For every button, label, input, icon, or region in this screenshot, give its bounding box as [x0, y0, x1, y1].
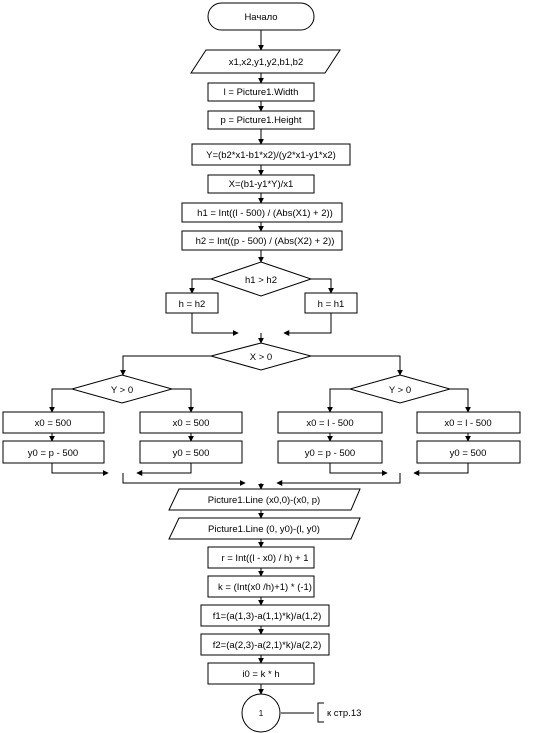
process-step: h2 = Int((p - 500) / (Abs(X2) + 2)): [181, 230, 343, 251]
calc-block: f1=(a(1,3)-a(1,1)*k)/a(1,2): [200, 604, 330, 627]
start-terminator: Начало: [207, 2, 315, 31]
branch-block: x0 = 500: [139, 411, 243, 434]
branch-block: y0 = p - 500: [277, 440, 383, 464]
decision-h: h1 > h2: [209, 261, 313, 297]
page-reference: к стр.13: [327, 708, 361, 719]
output-block: Picture1.Line (0, y0)-(l, y0): [168, 517, 361, 540]
decision-x: X > 0: [209, 342, 313, 371]
process-step: X=(b1-y1*Y)/x1: [207, 174, 315, 194]
decision-x-label: X > 0: [250, 352, 272, 363]
process-step-label: l = Picture1.Width: [224, 87, 299, 98]
page-connector-label: 1: [259, 709, 264, 718]
calc-block-label: k = (Int(x0 /h)+1) * (-1): [218, 582, 312, 593]
branch-block: y0 = p - 500: [2, 440, 105, 464]
branch-block-label: x0 = 500: [173, 418, 210, 429]
branch-block-label: x0 = l - 500: [444, 418, 491, 429]
output-block-label: Picture1.Line (0, y0)-(l, y0): [208, 524, 320, 535]
branch-block: y0 = 500: [416, 440, 521, 464]
process-step: Y=(b2*x1-b1*x2)/(y2*x1-y1*x2): [191, 143, 351, 166]
assign-h-right: h = h1: [304, 292, 358, 314]
calc-block-label: i0 = k * h: [242, 669, 279, 680]
input-label: x1,x2,y1,y2,b1,b2: [229, 57, 303, 68]
output-block: Picture1.Line (x0,0)-(x0, p): [168, 488, 361, 511]
branch-block-label: x0 = l - 500: [306, 418, 353, 429]
assign-h-left-label: h = h2: [179, 299, 206, 310]
process-step-label: h1 = Int((l - 500) / (Abs(X1) + 2)): [197, 208, 333, 219]
output-block-label: Picture1.Line (x0,0)-(x0, p): [208, 495, 320, 506]
branch-block-label: y0 = p - 500: [28, 448, 78, 459]
branch-block: x0 = 500: [2, 411, 105, 434]
process-step-label: X=(b1-y1*Y)/x1: [229, 179, 294, 190]
branch-block-label: y0 = 500: [173, 448, 210, 459]
process-step: h1 = Int((l - 500) / (Abs(X1) + 2)): [181, 202, 343, 223]
branch-block: x0 = l - 500: [277, 411, 383, 434]
connector-lines: [49, 30, 471, 723]
process-step: p = Picture1.Height: [207, 110, 315, 130]
calc-block-label: f2=(a(2,3)-a(2,1)*k)/a(2,2): [213, 640, 322, 651]
calc-block: f2=(a(2,3)-a(2,1)*k)/a(2,2): [200, 633, 330, 656]
process-step-label: h2 = Int((p - 500) / (Abs(X2) + 2)): [196, 236, 335, 247]
decision-y-right-label: Y > 0: [389, 385, 411, 396]
assign-h-right-label: h = h1: [318, 299, 345, 310]
calc-block: i0 = k * h: [207, 662, 315, 685]
calc-block-label: f1=(a(1,3)-a(1,1)*k)/a(1,2): [213, 611, 322, 622]
start-label: Начало: [244, 12, 277, 23]
decision-y-left-label: Y > 0: [111, 385, 133, 396]
input-block: x1,x2,y1,y2,b1,b2: [190, 49, 341, 74]
branch-block: y0 = 500: [139, 440, 243, 464]
calc-block: k = (Int(x0 /h)+1) * (-1): [207, 575, 315, 598]
process-step-label: Y=(b2*x1-b1*x2)/(y2*x1-y1*x2): [206, 150, 336, 161]
page-connector: 1: [241, 693, 281, 733]
calc-block: r = Int((l - x0) / h) + 1: [207, 546, 315, 569]
decision-y-right: Y > 0: [348, 374, 452, 404]
assign-h-left: h = h2: [165, 292, 219, 314]
branch-block-label: x0 = 500: [35, 418, 72, 429]
decision-h-label: h1 > h2: [245, 275, 277, 286]
process-step-label: p = Picture1.Height: [220, 115, 301, 126]
calc-block-label: r = Int((l - x0) / h) + 1: [221, 553, 308, 564]
branch-block-label: y0 = 500: [450, 448, 487, 459]
decision-y-left: Y > 0: [70, 374, 174, 404]
branch-block-label: y0 = p - 500: [305, 448, 355, 459]
branch-block: x0 = l - 500: [416, 411, 521, 434]
process-step: l = Picture1.Width: [207, 82, 315, 102]
